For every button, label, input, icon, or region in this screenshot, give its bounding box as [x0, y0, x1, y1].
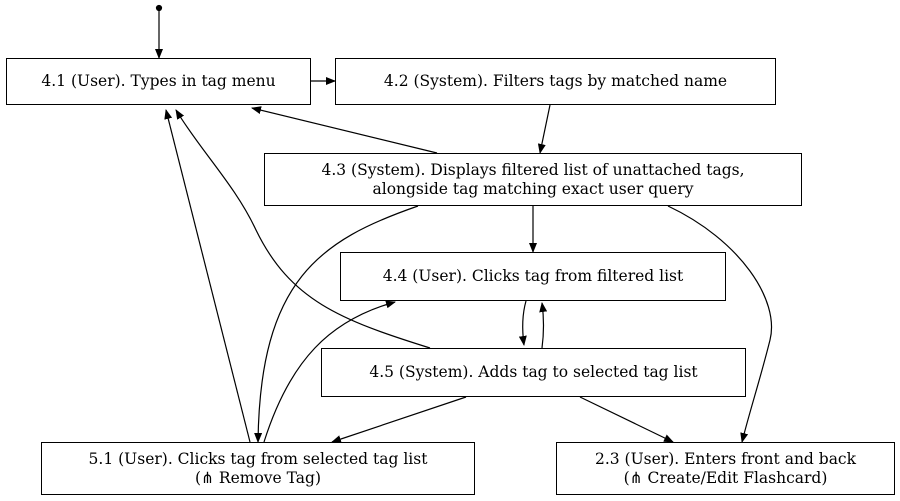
- edge-4-2-to-4-3: [537, 104, 551, 154]
- node-4-4-clicks-tag-from-filtered-list: 4.4 (User). Clicks tag from filtered lis…: [340, 252, 726, 301]
- edge-5-1-to-4-4: [263, 300, 396, 443]
- edge-4-3-to-5-1: [254, 205, 419, 443]
- node-label: 4.2 (System). Filters tags by matched na…: [383, 72, 728, 90]
- node-label-line-2: (⋔ Remove Tag): [194, 468, 322, 487]
- node-4-1-types-in-tag-menu: 4.1 (User). Types in tag menu: [6, 58, 311, 105]
- node-label-line-1: 4.3 (System). Displays filtered list of …: [321, 160, 745, 179]
- edge-5-1-to-4-1: [164, 109, 251, 443]
- start-point: [155, 4, 163, 12]
- node-label-line-2: alongside tag matching exact user query: [372, 179, 694, 198]
- edge-4-5-to-2-3: [579, 396, 674, 443]
- edge-4-5-to-4-1: [175, 109, 431, 349]
- node-label: 4.5 (System). Adds tag to selected tag l…: [369, 363, 698, 381]
- edge-4-4-to-4-5: [518, 300, 527, 346]
- node-4-3-displays-filtered-list: 4.3 (System). Displays filtered list of …: [264, 153, 802, 206]
- node-label: 4.4 (User). Clicks tag from filtered lis…: [382, 267, 684, 285]
- node-label-line-1: 2.3 (User). Enters front and back: [594, 449, 857, 468]
- node-5-1-clicks-tag-from-selected-list: 5.1 (User). Clicks tag from selected tag…: [41, 442, 475, 495]
- node-2-3-enters-front-and-back: 2.3 (User). Enters front and back (⋔ Cre…: [556, 442, 895, 495]
- edge-4-3-to-2-3: [667, 205, 772, 443]
- node-4-5-adds-tag-to-selected-list: 4.5 (System). Adds tag to selected tag l…: [321, 348, 746, 397]
- node-label-line-2: (⋔ Create/Edit Flashcard): [623, 468, 828, 487]
- node-label-line-1: 5.1 (User). Clicks tag from selected tag…: [88, 449, 428, 468]
- edge-4-5-to-4-4: [539, 302, 548, 349]
- edge-4-3-to-4-1: [251, 106, 438, 154]
- node-4-2-filters-tags: 4.2 (System). Filters tags by matched na…: [335, 58, 776, 105]
- edge-4-5-to-5-1: [331, 396, 467, 443]
- node-label: 4.1 (User). Types in tag menu: [41, 72, 276, 90]
